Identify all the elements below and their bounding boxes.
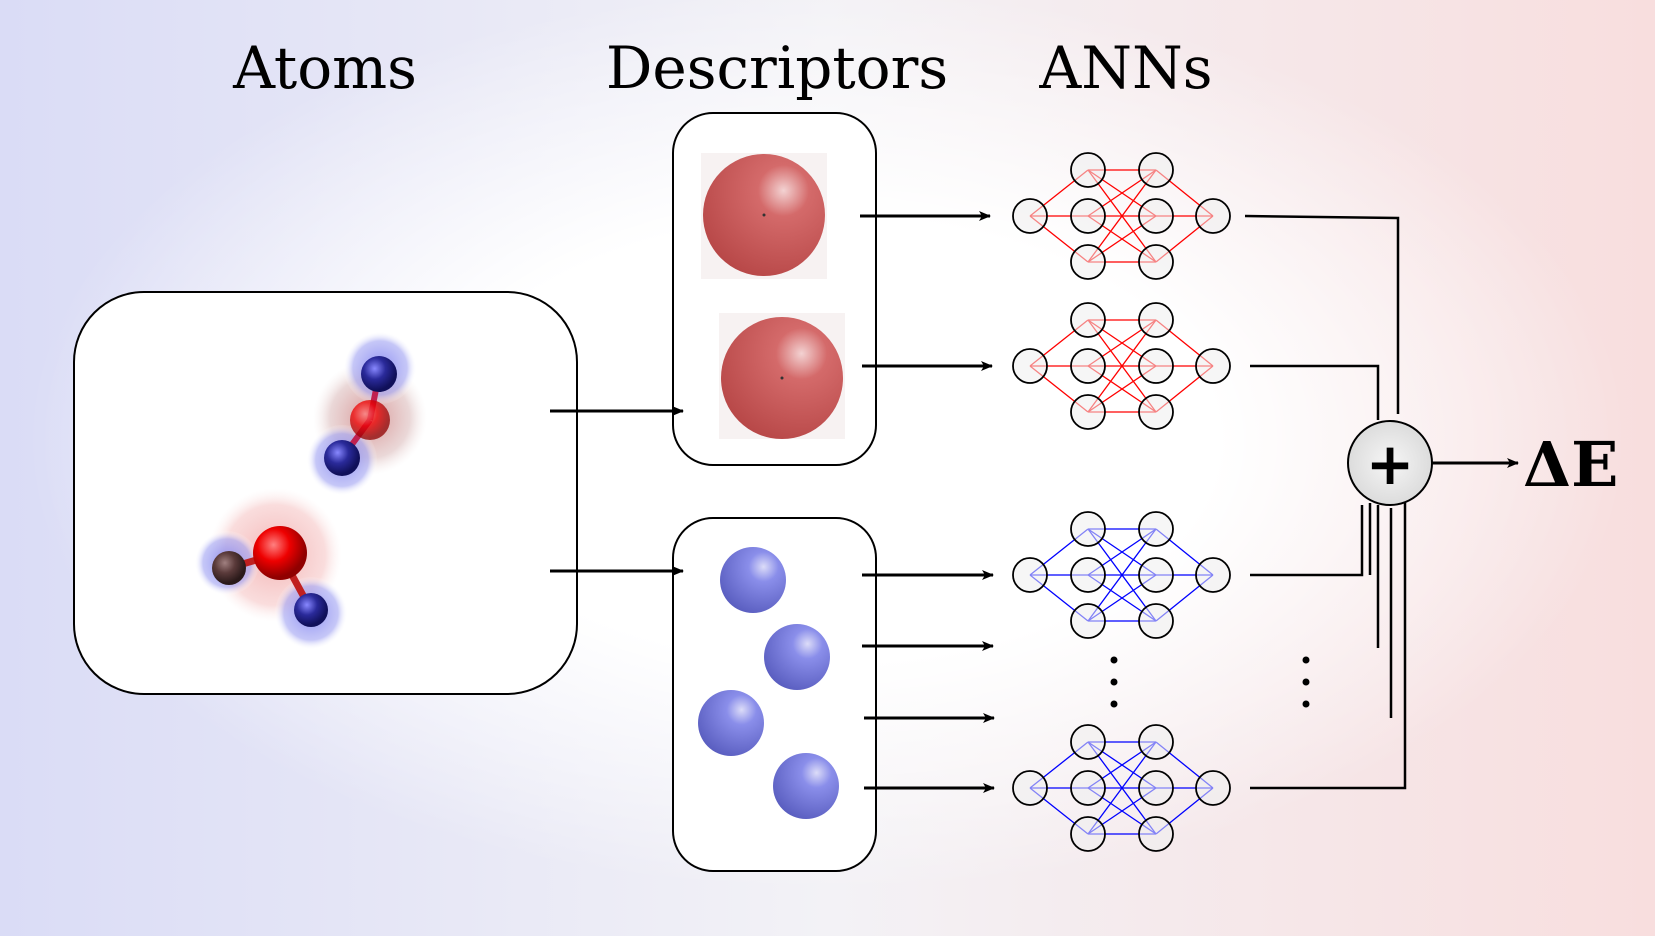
- ellipsis-dot: [1302, 700, 1310, 708]
- network-node: [1138, 724, 1174, 760]
- network-edge: [1087, 528, 1157, 622]
- network-node: [1138, 603, 1174, 639]
- heading-anns: ANNs: [1039, 34, 1213, 102]
- network-node: [1138, 770, 1174, 806]
- network-edge: [1087, 741, 1157, 835]
- network-node: [1070, 557, 1106, 593]
- hydrogen-atom: [212, 551, 246, 585]
- connector-network-3: [1250, 505, 1364, 577]
- connector-network-4: [1250, 503, 1407, 790]
- network-edge: [1087, 169, 1157, 263]
- ellipsis-dot: [1302, 678, 1310, 686]
- heading-atoms: Atoms: [233, 34, 417, 102]
- network-edge: [1087, 319, 1157, 413]
- sum-symbol: +: [1366, 430, 1415, 498]
- network-node: [1138, 198, 1174, 234]
- network-node: [1070, 302, 1106, 338]
- ellipsis-dot: [1110, 678, 1118, 686]
- network-node: [1195, 557, 1231, 593]
- network-node: [1195, 348, 1231, 384]
- network-node: [1070, 244, 1106, 280]
- connector-network-1: [1244, 214, 1400, 414]
- network-node: [1138, 557, 1174, 593]
- network-node: [1070, 394, 1106, 430]
- network-node: [1195, 198, 1231, 234]
- oxygen-atom: [253, 526, 307, 580]
- network-node: [1012, 770, 1048, 806]
- molecule-top: [307, 332, 427, 495]
- ellipsis-dot: [1110, 656, 1118, 664]
- hydrogen-descriptor-sphere: [698, 690, 764, 756]
- neural-networks: [1012, 152, 1231, 852]
- ellipsis-dot: [1110, 700, 1118, 708]
- network-node: [1012, 198, 1048, 234]
- network-node: [1012, 557, 1048, 593]
- neural-network-4: [1012, 724, 1231, 852]
- hydrogen-descriptor-sphere: [720, 547, 786, 613]
- oxygen-descriptors: [701, 153, 845, 439]
- hydrogen-descriptor-sphere: [773, 753, 839, 819]
- neural-network-3: [1012, 511, 1231, 639]
- output-delta-e: ΔE: [1523, 428, 1619, 501]
- network-node: [1138, 394, 1174, 430]
- sphere-center-dot: [762, 213, 766, 217]
- sphere-center-dot: [780, 376, 784, 380]
- neural-network-2: [1012, 302, 1231, 430]
- network-node: [1070, 511, 1106, 547]
- network-node: [1070, 348, 1106, 384]
- network-node: [1070, 152, 1106, 188]
- network-node: [1070, 198, 1106, 234]
- network-node: [1012, 348, 1048, 384]
- hydrogen-atom: [324, 440, 360, 476]
- molecule-bottom: [195, 488, 347, 649]
- connector-network-2: [1250, 364, 1380, 420]
- output-connectors: [1244, 214, 1407, 790]
- network-node: [1070, 770, 1106, 806]
- network-node: [1070, 816, 1106, 852]
- hydrogen-descriptors: [698, 547, 839, 819]
- ellipsis-dots-networks: [1110, 656, 1118, 708]
- network-node: [1138, 348, 1174, 384]
- network-node: [1138, 511, 1174, 547]
- ellipsis-dots-outputs: [1302, 656, 1310, 708]
- network-node: [1070, 724, 1106, 760]
- network-node: [1138, 816, 1174, 852]
- atoms-box: [73, 291, 578, 695]
- hydrogen-atom: [294, 593, 328, 627]
- network-node: [1138, 244, 1174, 280]
- ellipsis-dot: [1302, 656, 1310, 664]
- network-node: [1070, 603, 1106, 639]
- hydrogen-atom: [361, 356, 397, 392]
- network-node: [1138, 152, 1174, 188]
- oxygen-atom: [350, 400, 390, 440]
- neural-network-1: [1012, 152, 1231, 280]
- network-node: [1138, 302, 1174, 338]
- hydrogen-descriptor-sphere: [764, 624, 830, 690]
- network-node: [1195, 770, 1231, 806]
- heading-descriptors: Descriptors: [605, 34, 949, 102]
